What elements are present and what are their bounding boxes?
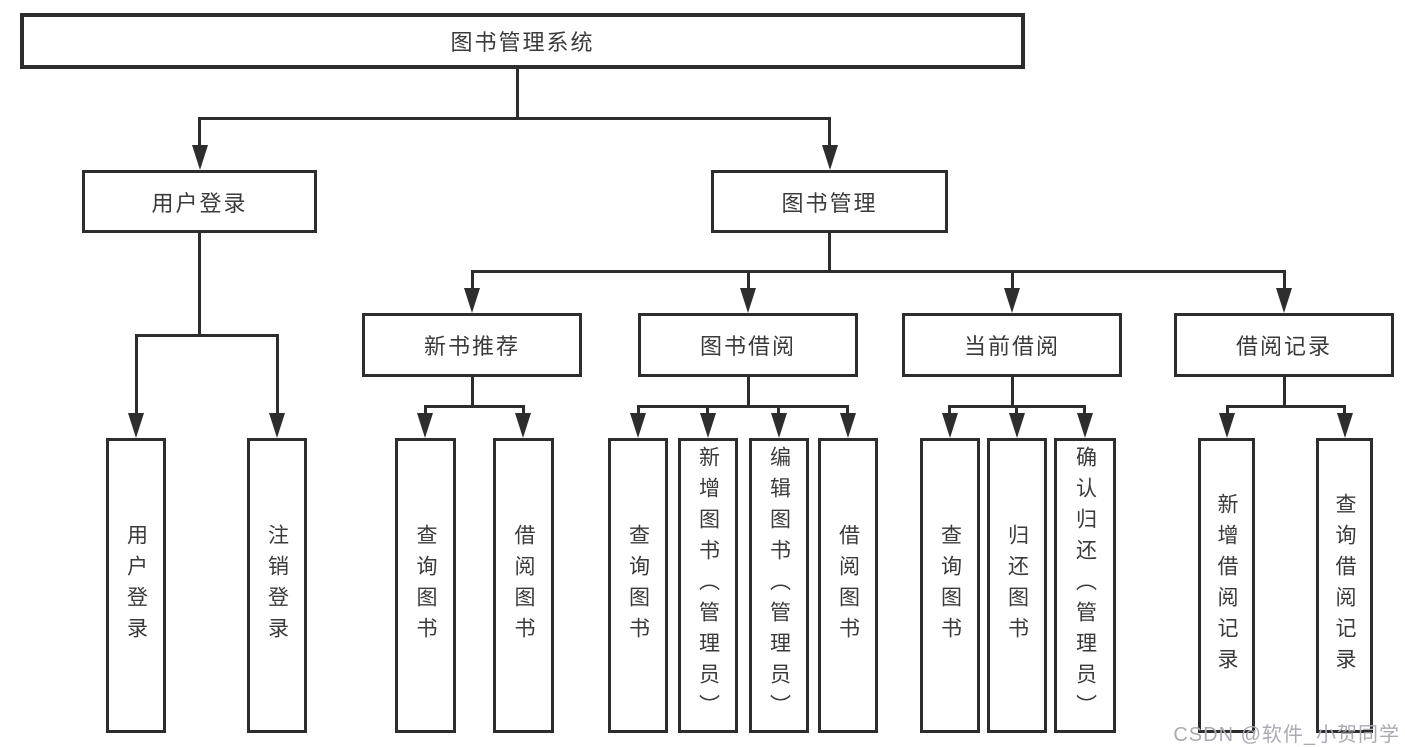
leaf-edit-book-admin: 编辑图书（管理员） bbox=[749, 438, 809, 733]
arrow-down-icon bbox=[822, 145, 838, 170]
arrow-down-icon bbox=[1077, 413, 1093, 438]
arrow-down-icon bbox=[1219, 413, 1235, 438]
arrow-down-icon bbox=[128, 413, 144, 438]
leaf-return-book: 归还图书 bbox=[987, 438, 1047, 733]
leaf-user-login: 用户登录 bbox=[106, 438, 166, 733]
connector-vline bbox=[516, 69, 519, 119]
connector-vline bbox=[1226, 405, 1229, 417]
arrow-down-icon bbox=[840, 413, 856, 438]
arrow-down-icon bbox=[515, 413, 531, 438]
arrow-down-icon bbox=[1009, 413, 1025, 438]
node-library-system: 图书管理系统 bbox=[20, 13, 1025, 69]
node-label: 图书借阅 bbox=[699, 334, 796, 359]
arrow-down-icon bbox=[942, 413, 958, 438]
connector-hline bbox=[198, 117, 831, 120]
node-label: 用户登录 bbox=[124, 523, 148, 648]
connector-vline bbox=[424, 405, 427, 417]
arrow-down-icon bbox=[740, 288, 756, 313]
arrow-down-icon bbox=[1004, 288, 1020, 313]
arrow-down-icon bbox=[700, 413, 716, 438]
connector-vline bbox=[1083, 405, 1086, 417]
node-label: 图书管理系统 bbox=[450, 30, 595, 55]
leaf-borrow-books: 借阅图书 bbox=[818, 438, 878, 733]
leaf-query-books-borrowing: 查询图书 bbox=[608, 438, 668, 733]
node-label: 图书管理 bbox=[781, 190, 878, 216]
connector-vline bbox=[135, 334, 138, 416]
connector-vline bbox=[948, 405, 951, 417]
connector-hline bbox=[471, 270, 1285, 273]
connector-hline bbox=[135, 334, 279, 337]
leaf-add-borrow-record: 新增借阅记录 bbox=[1198, 438, 1255, 733]
leaf-query-borrow-record: 查询借阅记录 bbox=[1316, 438, 1373, 733]
leaf-add-book-admin: 新增图书（管理员） bbox=[678, 438, 738, 733]
connector-hline bbox=[424, 405, 525, 408]
node-label: 借阅图书 bbox=[512, 523, 535, 648]
node-label: 归还图书 bbox=[1005, 523, 1029, 648]
connector-vline bbox=[1015, 405, 1018, 417]
connector-vline bbox=[471, 270, 474, 290]
arrow-down-icon bbox=[464, 288, 480, 313]
connector-vline bbox=[706, 405, 709, 417]
arrow-down-icon bbox=[771, 413, 787, 438]
node-new-book-recommend: 新书推荐 bbox=[362, 313, 582, 377]
node-label: 注销登录 bbox=[265, 523, 289, 648]
leaf-query-books-recommend: 查询图书 bbox=[395, 438, 456, 733]
leaf-borrow-books-recommend: 借阅图书 bbox=[493, 438, 554, 733]
node-label: 确认归还（管理员） bbox=[1073, 446, 1097, 725]
arrow-down-icon bbox=[1337, 413, 1353, 438]
connector-vline bbox=[747, 270, 750, 290]
node-label: 新增图书（管理员） bbox=[696, 446, 720, 725]
connector-vline bbox=[846, 405, 849, 417]
connector-vline bbox=[777, 405, 780, 417]
connector-vline bbox=[1011, 270, 1014, 290]
leaf-confirm-return-admin: 确认归还（管理员） bbox=[1054, 438, 1116, 733]
connector-hline bbox=[1226, 405, 1346, 408]
node-user-login: 用户登录 bbox=[82, 170, 317, 233]
node-book-management: 图书管理 bbox=[711, 170, 948, 233]
connector-vline bbox=[828, 233, 831, 272]
node-book-borrowing: 图书借阅 bbox=[638, 313, 858, 377]
node-label: 新书推荐 bbox=[423, 334, 520, 359]
connector-vline bbox=[471, 377, 474, 407]
csdn-watermark: CSDN @软件_小贺同学 bbox=[1173, 724, 1400, 746]
connector-vline bbox=[1011, 377, 1014, 407]
node-label: 借阅记录 bbox=[1235, 334, 1332, 359]
node-label: 借阅图书 bbox=[836, 523, 860, 648]
connector-vline bbox=[1283, 270, 1286, 290]
node-current-borrowing: 当前借阅 bbox=[902, 313, 1122, 377]
arrow-down-icon bbox=[1276, 288, 1292, 313]
node-label: 用户登录 bbox=[151, 190, 248, 216]
node-label: 查询图书 bbox=[626, 523, 650, 648]
connector-vline bbox=[198, 117, 201, 147]
node-label: 查询图书 bbox=[414, 523, 437, 648]
leaf-logout: 注销登录 bbox=[247, 438, 307, 733]
node-label: 编辑图书（管理员） bbox=[767, 446, 791, 725]
connector-vline bbox=[1283, 377, 1286, 407]
connector-vline bbox=[276, 334, 279, 416]
node-label: 查询借阅记录 bbox=[1333, 492, 1356, 679]
node-label: 新增借阅记录 bbox=[1215, 492, 1238, 679]
arrow-down-icon bbox=[192, 145, 208, 170]
node-borrowing-records: 借阅记录 bbox=[1174, 313, 1394, 377]
node-label: 当前借阅 bbox=[963, 334, 1060, 359]
connector-vline bbox=[747, 377, 750, 407]
node-label: 查询图书 bbox=[938, 523, 962, 648]
connector-vline bbox=[1343, 405, 1346, 417]
connector-vline bbox=[522, 405, 525, 417]
connector-vline bbox=[198, 233, 201, 336]
leaf-query-books-current: 查询图书 bbox=[920, 438, 980, 733]
connector-vline bbox=[828, 117, 831, 147]
arrow-down-icon bbox=[417, 413, 433, 438]
arrow-down-icon bbox=[630, 413, 646, 438]
arrow-down-icon bbox=[269, 413, 285, 438]
connector-hline bbox=[637, 405, 849, 408]
connector-vline bbox=[637, 405, 640, 417]
